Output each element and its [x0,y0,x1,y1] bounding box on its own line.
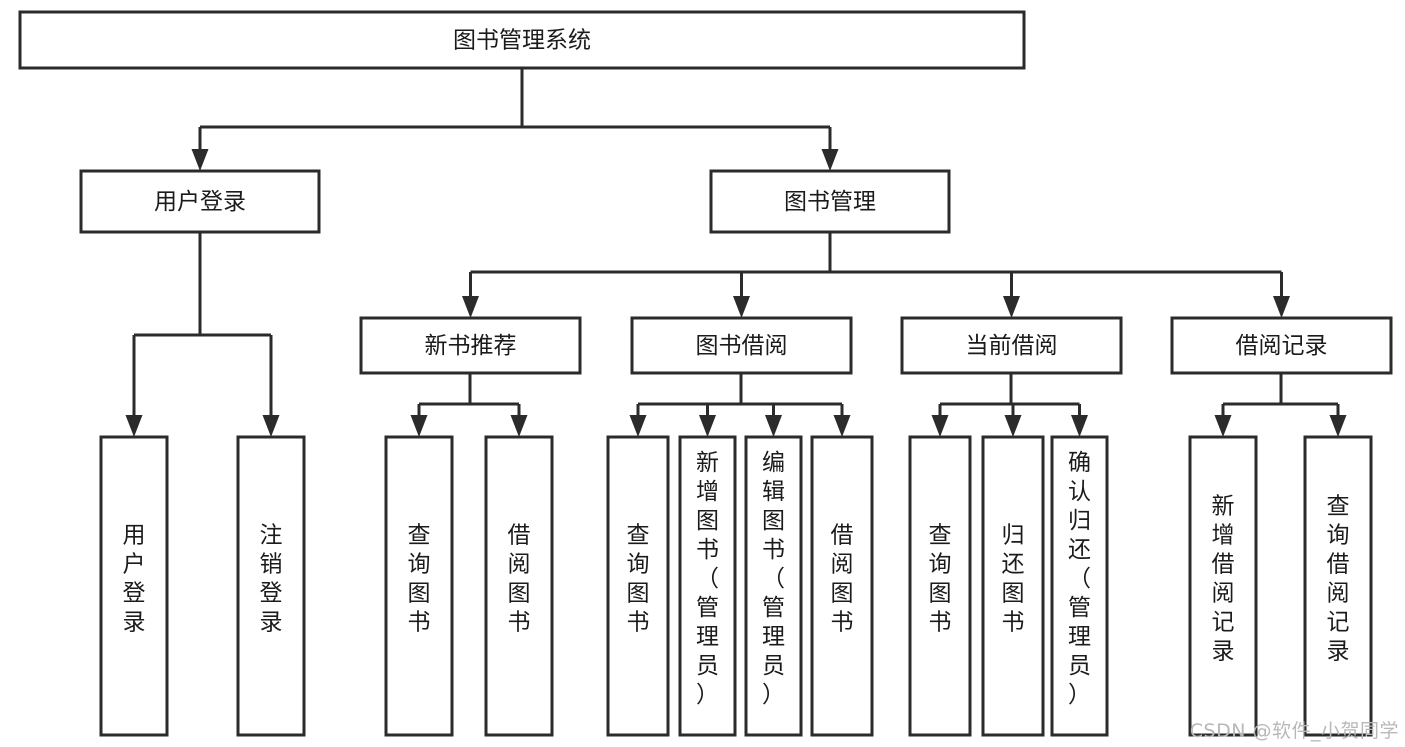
node-leaf-confirm-return[interactable]: 确认归还（管理员） [1050,435,1109,737]
node-label: 用户登录 [123,523,146,636]
node-current-borrow[interactable]: 当前借阅 [900,316,1123,375]
edge-group [1214,373,1347,437]
node-borrow-record[interactable]: 借阅记录 [1170,316,1393,375]
edges-layer [125,68,1347,437]
edge-arrowhead [510,415,528,437]
edge-arrowhead [462,296,479,318]
node-leaf-edit-book[interactable]: 编辑图书（管理员） [744,435,803,737]
node-leaf-query-book-1[interactable]: 查询图书 [384,435,454,737]
edge-group [931,373,1088,437]
edge-arrowhead [1071,415,1088,437]
edge-group [410,373,528,437]
node-box[interactable] [908,435,972,737]
node-label: 编辑图书（管理员） [762,450,785,708]
edge-group [191,68,839,171]
node-new-book-rec[interactable]: 新书推荐 [359,316,582,375]
node-label: 查询图书 [627,523,650,636]
node-leaf-add-record[interactable]: 新增借阅记录 [1188,435,1258,737]
node-leaf-return-book[interactable]: 归还图书 [981,435,1045,737]
node-box[interactable] [810,435,874,737]
node-box[interactable] [900,316,1123,375]
node-label: 图书管理系统 [453,28,591,54]
node-root[interactable]: 图书管理系统 [18,10,1026,70]
node-label: 注销登录 [260,523,283,636]
node-leaf-query-record[interactable]: 查询借阅记录 [1303,435,1373,737]
node-label: 借阅图书 [831,523,854,636]
node-label: 用户登录 [154,189,246,215]
node-label: 新增借阅记录 [1212,494,1235,665]
nodes-layer: 图书管理系统用户登录图书管理新书推荐图书借阅当前借阅借阅记录用户登录注销登录查询… [18,10,1393,737]
edge-arrowhead [1214,415,1232,437]
node-leaf-query-book-3[interactable]: 查询图书 [908,435,972,737]
edge-arrowhead [125,415,143,437]
node-book-borrow[interactable]: 图书借阅 [630,316,853,375]
node-leaf-user-login[interactable]: 用户登录 [99,435,169,737]
edge-arrowhead [1003,296,1020,318]
node-book-manage[interactable]: 图书管理 [709,169,951,234]
edge-arrowhead [410,415,428,437]
node-leaf-add-book[interactable]: 新增图书（管理员） [678,435,737,737]
node-label: 借阅记录 [1236,333,1328,359]
edge-arrowhead [931,415,949,437]
node-box[interactable] [744,435,803,737]
edge-arrowhead [629,415,647,437]
node-label: 查询图书 [929,523,952,636]
node-box[interactable] [1303,435,1373,737]
node-leaf-borrow-book-2[interactable]: 借阅图书 [810,435,874,737]
edge-arrowhead [833,415,851,437]
edge-arrowhead [821,149,839,171]
node-leaf-query-book-2[interactable]: 查询图书 [606,435,670,737]
node-label: 图书管理 [784,189,876,215]
node-box[interactable] [18,10,1026,70]
node-label: 查询借阅记录 [1327,494,1350,665]
node-box[interactable] [99,435,169,737]
node-box[interactable] [384,435,454,737]
node-box[interactable] [630,316,853,375]
node-label: 借阅图书 [508,523,531,636]
edge-arrowhead [765,415,782,437]
edge-group [125,232,280,437]
node-label: 新书推荐 [425,333,517,359]
node-box[interactable] [678,435,737,737]
node-box[interactable] [606,435,670,737]
edge-arrowhead [1329,415,1347,437]
edge-arrowhead [191,149,209,171]
edge-group [462,232,1290,318]
node-box[interactable] [79,169,321,234]
node-label: 查询图书 [408,523,431,636]
edge-arrowhead [1004,415,1022,437]
node-box[interactable] [709,169,951,234]
node-label: 当前借阅 [966,333,1058,359]
edge-arrowhead [262,415,280,437]
node-leaf-user-logout[interactable]: 注销登录 [236,435,306,737]
edge-group [629,373,851,437]
node-box[interactable] [236,435,306,737]
node-user-login[interactable]: 用户登录 [79,169,321,234]
node-label: 图书借阅 [696,333,788,359]
node-box[interactable] [1170,316,1393,375]
node-label: 新增图书（管理员） [696,450,719,708]
node-box[interactable] [484,435,554,737]
node-label: 归还图书 [1002,523,1025,636]
edge-arrowhead [1273,296,1290,318]
node-box[interactable] [1050,435,1109,737]
node-leaf-borrow-book-1[interactable]: 借阅图书 [484,435,554,737]
node-box[interactable] [1188,435,1258,737]
edge-arrowhead [699,415,716,437]
node-box[interactable] [981,435,1045,737]
node-label: 确认归还（管理员） [1068,450,1091,708]
edge-arrowhead [733,296,750,318]
node-box[interactable] [359,316,582,375]
